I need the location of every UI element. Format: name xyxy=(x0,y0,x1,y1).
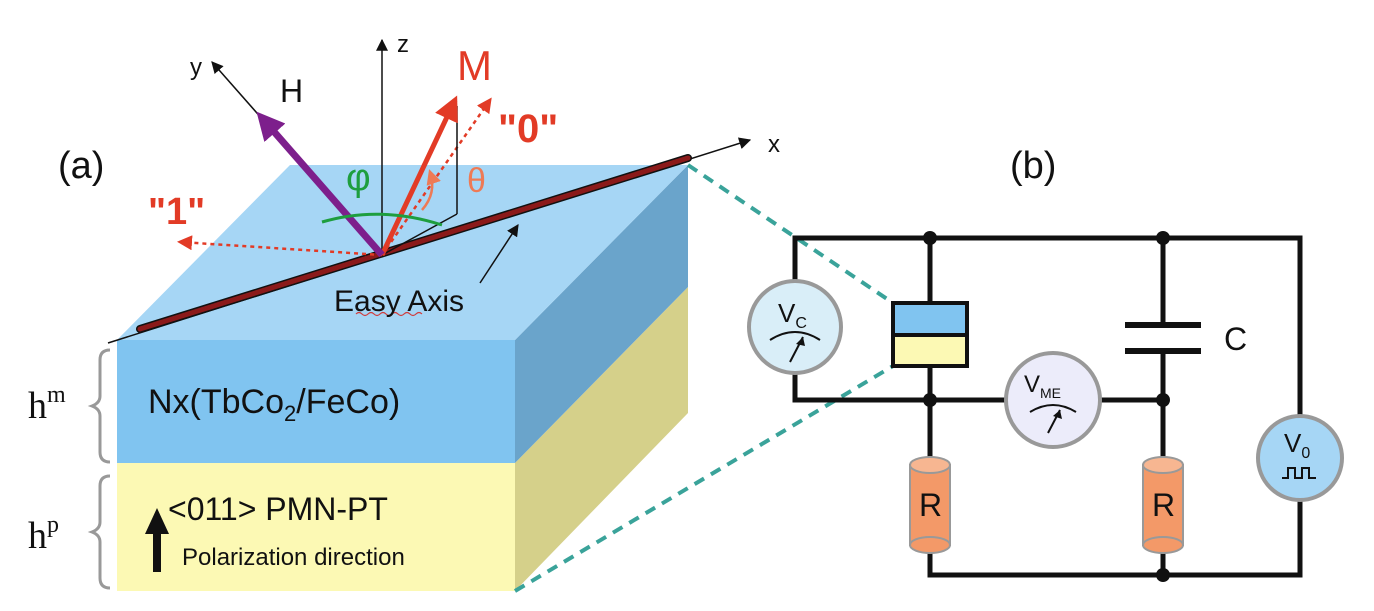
theta-arc xyxy=(421,169,441,211)
magnetic-side-face xyxy=(515,165,688,463)
vc-meter xyxy=(747,279,843,375)
capacitor-symbol xyxy=(1125,322,1201,354)
piezo-thickness-label: hp xyxy=(28,512,59,557)
magnetic-thickness-brace xyxy=(87,348,111,464)
piezo-layer-label: <011> PMN-PT xyxy=(168,491,388,527)
vme-meter-label: VME xyxy=(1024,371,1061,401)
resistor-right-label: R xyxy=(1152,487,1175,523)
capacitor-label: C xyxy=(1224,321,1247,357)
easy-axis-label: Easy Axis xyxy=(334,285,464,318)
y-axis-label: y xyxy=(190,54,202,81)
v0-source xyxy=(1256,414,1344,502)
magnetic-thickness-label: hm xyxy=(28,382,66,427)
polarization-arrow-icon xyxy=(145,508,169,572)
resistor-left-label: R xyxy=(919,487,942,523)
state-zero-label: "0" xyxy=(498,107,558,151)
z-axis-label: z xyxy=(397,31,409,58)
panel-b-label: (b) xyxy=(1010,145,1056,187)
panel-a-label: (a) xyxy=(58,145,104,187)
piezo-thickness-brace xyxy=(87,474,111,590)
piezo-side-face xyxy=(515,287,688,591)
polarization-label: Polarization direction xyxy=(182,544,405,571)
easy-axis-pointer xyxy=(479,223,519,284)
x-axis-label: x xyxy=(768,131,780,158)
M-vector xyxy=(379,95,458,257)
state-one-label: "1" xyxy=(148,191,205,233)
sample-element xyxy=(891,301,969,368)
phi-arc xyxy=(321,212,443,227)
resistor-left xyxy=(909,456,951,554)
easy-axis-bar-fill xyxy=(137,155,691,332)
vme-meter xyxy=(1004,351,1102,449)
M-label: M xyxy=(457,42,492,89)
spellcheck-underline xyxy=(355,311,423,317)
vc-meter-label: VC xyxy=(778,298,807,332)
resistor-right xyxy=(1142,456,1184,554)
phi-label: φ xyxy=(346,157,371,199)
H-label: H xyxy=(280,73,303,109)
magnetic-front-face xyxy=(117,340,515,463)
projection-line-base xyxy=(381,213,458,256)
link-line-bottom xyxy=(513,364,895,593)
link-line-top xyxy=(686,163,895,305)
theta-label: θ xyxy=(467,162,486,200)
piezo-front-face xyxy=(117,463,515,591)
circuit-junctions xyxy=(923,231,1170,582)
top-face xyxy=(117,165,688,340)
state-one-arrow xyxy=(177,235,383,257)
magnetic-layer-label: Nx(TbCo2/FeCo) xyxy=(148,383,400,426)
H-vector xyxy=(256,111,385,258)
v0-source-label: V0 xyxy=(1284,428,1310,462)
layered-block xyxy=(117,165,688,591)
